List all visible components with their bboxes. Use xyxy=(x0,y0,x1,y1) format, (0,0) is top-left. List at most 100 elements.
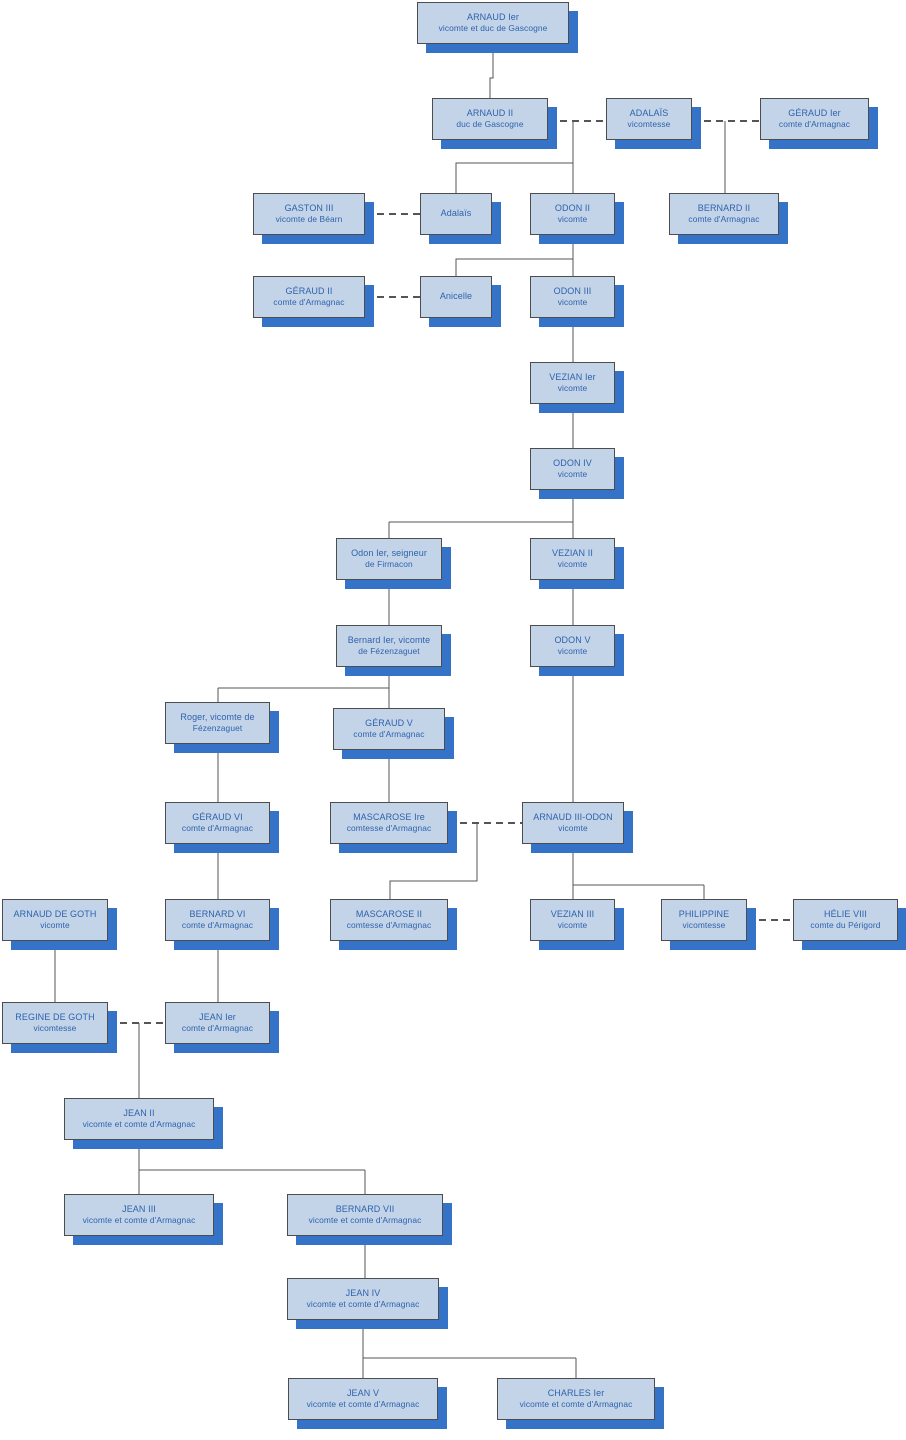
person-name: BERNARD VII xyxy=(335,1204,395,1215)
person-name: Odon Ier, seigneur xyxy=(351,548,427,559)
person-title: comtesse d'Armagnac xyxy=(346,823,432,834)
person-title: vicomte xyxy=(557,383,588,394)
person-name: ODON V xyxy=(554,635,591,646)
person-name: ODON III xyxy=(553,286,592,297)
person-node-adalais_f[interactable]: Adalaïs xyxy=(420,193,492,235)
person-name: ODON II xyxy=(554,203,591,214)
person-title: vicomtesse xyxy=(682,920,726,931)
person-name: MASCAROSE II xyxy=(355,909,423,920)
person-name: GASTON III xyxy=(284,203,334,214)
person-name: VEZIAN II xyxy=(552,548,593,559)
person-title: comte d'Armagnac xyxy=(688,214,760,225)
person-title: vicomte et comte d'Armagnac xyxy=(308,1215,422,1226)
person-title: vicomte et duc de Gascogne xyxy=(438,23,548,34)
person-name: Adalaïs xyxy=(440,208,472,219)
edge-arnaud1-arnaud2 xyxy=(489,44,494,98)
person-name: ARNAUD DE GOTH xyxy=(13,909,97,920)
person-name: BERNARD II xyxy=(697,203,751,214)
edge-union-to-adalais-f xyxy=(455,162,573,193)
person-title: vicomte xyxy=(557,469,588,480)
person-name: CHARLES Ier xyxy=(547,1388,605,1399)
person-title: vicomte xyxy=(557,559,588,570)
person-name: JEAN V xyxy=(346,1388,380,1399)
person-name: GÉRAUD II xyxy=(285,286,333,297)
person-title: de Fézenzaguet xyxy=(358,646,420,657)
person-name: GÉRAUD VI xyxy=(192,812,243,823)
person-name: JEAN IV xyxy=(345,1288,381,1299)
person-name: ARNAUD II xyxy=(466,108,514,119)
person-title: vicomtesse xyxy=(627,119,671,130)
person-title: comte du Périgord xyxy=(810,920,881,931)
person-name: MASCAROSE Ire xyxy=(353,812,425,823)
person-title: comte d'Armagnac xyxy=(181,920,254,931)
person-name: VEZIAN Ier xyxy=(549,372,596,383)
person-title: vicomte xyxy=(557,214,588,225)
person-title: vicomte xyxy=(40,920,70,931)
person-name: BERNARD VI xyxy=(189,909,246,920)
person-title: vicomte et comte d'Armagnac xyxy=(306,1299,420,1310)
person-title: vicomte et comte d'Armagnac xyxy=(306,1399,420,1410)
person-title: comtesse d'Armagnac xyxy=(346,920,432,931)
person-name: JEAN II xyxy=(123,1108,155,1119)
person-title: vicomte xyxy=(557,297,588,308)
person-title: vicomte xyxy=(557,920,588,931)
person-title: vicomte de Béarn xyxy=(275,214,343,225)
person-node-anicelle[interactable]: Anicelle xyxy=(420,276,492,318)
person-title: vicomte xyxy=(558,823,588,834)
person-title: vicomte et comte d'Armagnac xyxy=(519,1399,633,1410)
person-name: JEAN Ier xyxy=(199,1012,236,1023)
person-name: Bernard Ier, vicomte xyxy=(347,635,431,646)
person-title: vicomte xyxy=(557,646,588,657)
person-name: PHILIPPINE xyxy=(678,909,730,920)
person-title: comte d'Armagnac xyxy=(353,729,425,740)
person-name: GÉRAUD V xyxy=(365,718,413,729)
person-name: REGINE DE GOTH xyxy=(15,1012,95,1023)
person-title: comte d'Armagnac xyxy=(181,823,254,834)
person-name: HÉLIE VIII xyxy=(823,909,868,920)
person-title: Fézenzaguet xyxy=(192,723,243,734)
person-title: comte d'Armagnac xyxy=(778,119,851,130)
person-title: comte d'Armagnac xyxy=(181,1023,254,1034)
edge-odon2-anicelle xyxy=(455,258,573,276)
person-name: VEZIAN III xyxy=(550,909,595,920)
person-name: ADALAÏS xyxy=(629,108,669,119)
person-title: comte d'Armagnac xyxy=(273,297,345,308)
person-name: ARNAUD III-ODON xyxy=(533,812,613,823)
